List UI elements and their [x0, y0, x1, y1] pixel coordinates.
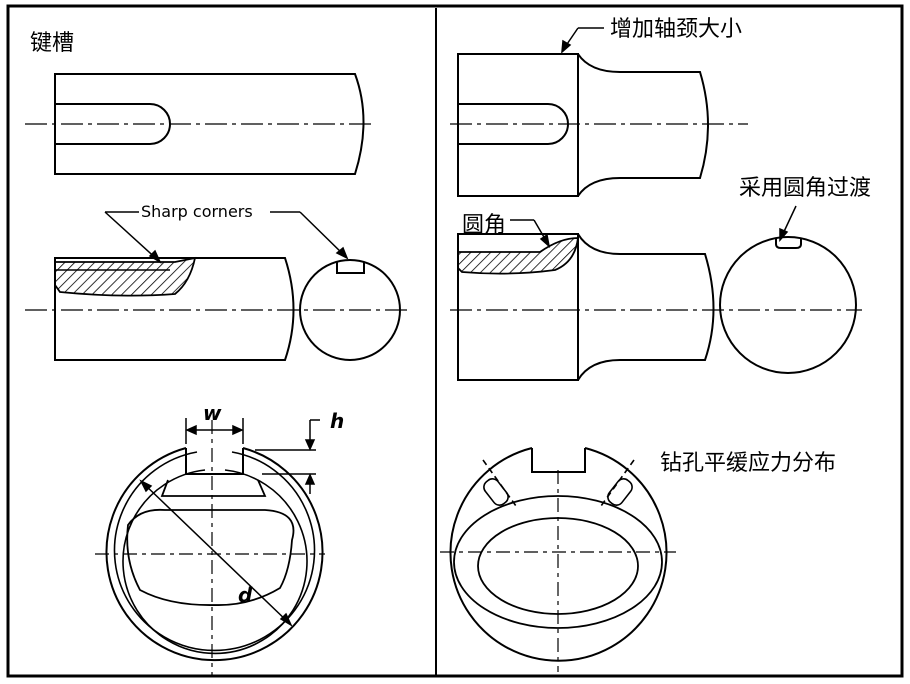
dimension-w [185, 418, 244, 444]
label-dim-w: w [203, 401, 222, 425]
label-round-transition: 采用圆角过渡 [739, 176, 871, 201]
label-drill-holes: 钻孔平缓应力分布 [660, 451, 836, 476]
label-increase-journal: 增加轴颈大小 [610, 17, 742, 42]
label-fillet: 圆角 [462, 213, 506, 238]
increase-journal-leader [561, 27, 604, 54]
label-dim-d: d [238, 583, 253, 607]
label-sharp-corners: Sharp corners [141, 202, 253, 221]
dimension-h [255, 419, 320, 494]
shaft-sharp-corner-left [25, 256, 412, 361]
shaft-stepped-top-right [450, 53, 748, 197]
dimension-d [139, 479, 293, 627]
keyway-section-dimensioned [95, 420, 325, 675]
cross-section-circle-right [719, 236, 857, 374]
label-dim-h: h [330, 409, 344, 433]
cross-section-circle-left [299, 259, 401, 361]
shaft-stepped-fillet-right [450, 233, 862, 381]
drill-holes [482, 459, 635, 507]
sharp-corners-leaders [104, 211, 349, 264]
round-transition-leader [779, 205, 797, 242]
keyway-section-drilled [440, 447, 676, 672]
shaft-keyway-top-left [25, 73, 375, 175]
outer-frame [6, 4, 904, 678]
label-keyway: 键槽 [30, 31, 74, 56]
fillet-leader [510, 219, 551, 248]
